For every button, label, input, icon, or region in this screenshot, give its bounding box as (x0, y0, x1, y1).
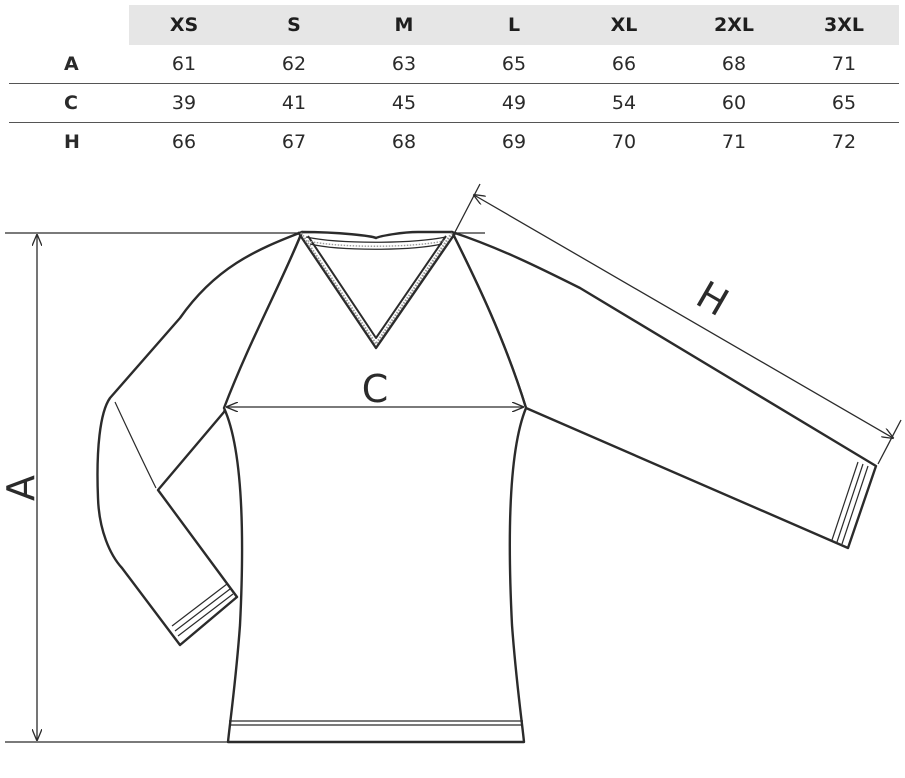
dimension-h-label: H (689, 273, 736, 325)
dimension-h-line (474, 195, 893, 438)
left-cuff-seam (174, 588, 231, 632)
table-cell: 66 (569, 45, 679, 84)
size-header: 3XL (789, 5, 899, 45)
table-cell: 39 (129, 83, 239, 123)
back-neckline (305, 236, 447, 243)
size-header: XL (569, 5, 679, 45)
size-header: XS (129, 5, 239, 45)
table-cell: 69 (501, 131, 527, 153)
table-row: C 39 41 45 49 54 60 65 (9, 83, 899, 123)
table-cell: 49 (459, 83, 569, 123)
table-cell: 70 (611, 131, 637, 153)
table-cell: 45 (349, 83, 459, 123)
left-sleeve-fold (114, 401, 157, 489)
dimension-h-ext-top (453, 183, 481, 235)
table-cell: 66 (171, 131, 197, 153)
back-neckline (309, 243, 443, 250)
right-cuff-seam (831, 461, 859, 541)
row-label: C (9, 83, 129, 123)
size-header: M (349, 5, 459, 45)
table-cell: 60 (679, 83, 789, 123)
table-cell: 67 (281, 131, 307, 153)
table-row: A 61 62 63 65 66 68 71 (9, 45, 899, 84)
back-neckline-rib (307, 240, 445, 247)
v-neck-outer (297, 231, 457, 350)
shirt-body (222, 230, 528, 744)
row-label: H (64, 131, 80, 153)
size-header: 2XL (679, 5, 789, 45)
size-header-row: XS S M L XL 2XL 3XL (9, 5, 899, 45)
row-label: A (9, 45, 129, 84)
table-cell: 61 (129, 45, 239, 84)
table-cell: 62 (239, 45, 349, 84)
size-header: S (239, 5, 349, 45)
table-cell: 41 (239, 83, 349, 123)
table-cell: 65 (459, 45, 569, 84)
v-neck-inner (307, 235, 447, 339)
table-cell: 68 (391, 131, 417, 153)
right-cuff-seam (836, 463, 864, 543)
table-cell: 54 (569, 83, 679, 123)
table-cell: 71 (789, 45, 899, 84)
dimension-a-label: A (0, 475, 43, 501)
table-cell: 68 (679, 45, 789, 84)
size-table: XS S M L XL 2XL 3XL A 61 62 63 65 66 68 … (9, 5, 899, 161)
dimension-c-label: C (362, 367, 389, 411)
table-cell: 65 (789, 83, 899, 123)
table-cell: 63 (349, 45, 459, 84)
left-cuff-seam (177, 593, 234, 637)
dimension-h-ext-bottom (877, 419, 902, 465)
left-cuff-seam (171, 583, 228, 627)
right-cuff-seam (841, 465, 869, 545)
table-cell: 71 (721, 131, 747, 153)
table-cell: 72 (831, 131, 857, 153)
size-header: L (459, 5, 569, 45)
table-row: H 66 67 68 69 70 71 72 (9, 123, 899, 162)
